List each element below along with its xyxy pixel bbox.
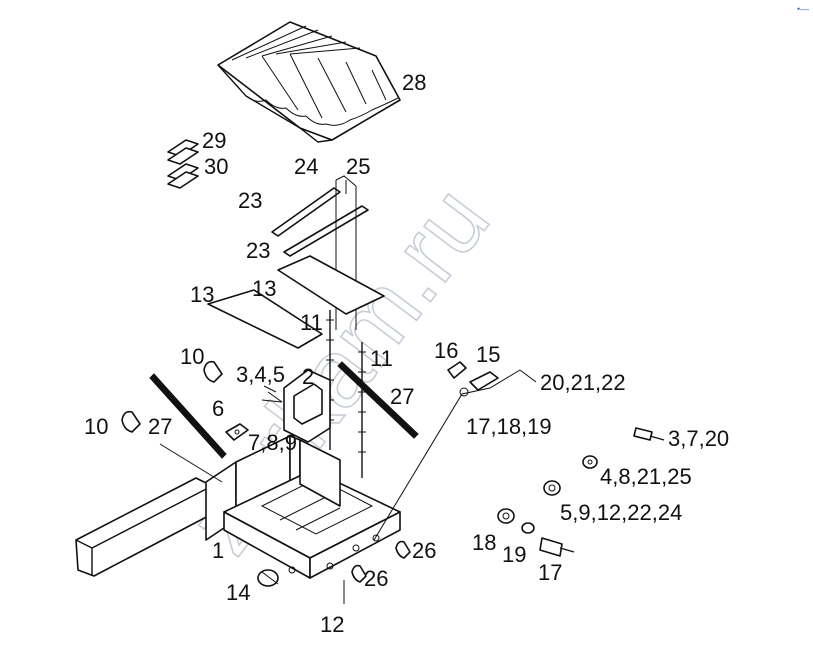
corner-mark: •—: [797, 4, 809, 14]
callout-10-lower: 10: [84, 414, 108, 439]
callout-27-right: 27: [390, 384, 414, 409]
callout-17: 17: [538, 560, 562, 585]
part-13-pad-left: [207, 289, 323, 349]
part-6-clip: [225, 423, 249, 441]
callout-11-right: 11: [370, 346, 393, 371]
callout-25: 25: [346, 154, 370, 179]
callout-18: 18: [472, 530, 496, 555]
part-10-clip-right: [203, 360, 223, 383]
callout-13-left: 13: [190, 282, 214, 307]
part-23-rail-upper: [271, 187, 341, 237]
part-27-strip-left: [149, 373, 227, 459]
part-2-bracket: [283, 369, 331, 443]
callout-10-upper: 10: [180, 344, 204, 369]
part-18-nut: [497, 508, 515, 524]
callout-3-4-5: 3,4,5: [236, 362, 285, 387]
callout-24: 24: [294, 154, 318, 179]
part-1-base-frame: [75, 435, 401, 579]
callout-5-9-12-22-24: 5,9,12,22,24: [560, 500, 682, 525]
part-14-knob: [257, 569, 279, 587]
part-10-clip-left: [121, 410, 141, 433]
part-15-16-bracket: [447, 361, 499, 397]
part-5-9-12-22-24-nut: [543, 480, 561, 496]
part-26-clip-upper: [395, 540, 411, 559]
part-11-rod-right: [358, 342, 366, 478]
part-13-pad-right: [277, 255, 385, 315]
part-19-washer: [521, 522, 535, 534]
part-28-seat-cover: [217, 21, 401, 143]
callout-7-8-9: 7,8,9: [248, 430, 297, 455]
callout-16: 16: [434, 338, 458, 363]
callout-2: 2: [302, 364, 314, 389]
callout-15: 15: [476, 342, 500, 367]
callout-1: 1: [212, 538, 224, 563]
callout-26-upper: 26: [412, 538, 436, 563]
callout-labels: 28 29 30 24 25 23 23 13 13 11 11 10 10 3…: [84, 70, 729, 637]
part-29-plate: [167, 139, 199, 165]
callout-28: 28: [402, 70, 426, 95]
callout-14: 14: [226, 580, 250, 605]
callout-17-18-19: 17,18,19: [466, 414, 552, 439]
part-26-clip-lower: [351, 564, 367, 583]
callout-20-21-22: 20,21,22: [540, 370, 626, 395]
callout-27-left: 27: [148, 414, 172, 439]
callout-4-8-21-25: 4,8,21,25: [600, 464, 692, 489]
callout-26-lower: 26: [364, 566, 388, 591]
part-3-7-20-bolt: [633, 427, 665, 441]
part-4-8-21-25-washer: [582, 455, 598, 469]
callout-30: 30: [204, 154, 228, 179]
part-345-fastener: [263, 385, 283, 403]
part-17-bolt: [539, 537, 575, 557]
callout-23-lower: 23: [246, 238, 270, 263]
callout-13-right: 13: [252, 276, 276, 301]
part-27-strip-right: [337, 361, 419, 439]
part-30-plate: [167, 163, 199, 189]
leader-lines: [159, 180, 537, 604]
callout-6: 6: [212, 396, 224, 421]
callout-12: 12: [320, 612, 344, 637]
callout-3-7-20: 3,7,20: [668, 426, 729, 451]
callout-11-left: 11: [300, 310, 323, 335]
part-23-rail-lower: [283, 205, 369, 257]
callout-23-upper: 23: [238, 188, 262, 213]
callout-19: 19: [502, 542, 526, 567]
callout-29: 29: [202, 128, 226, 153]
